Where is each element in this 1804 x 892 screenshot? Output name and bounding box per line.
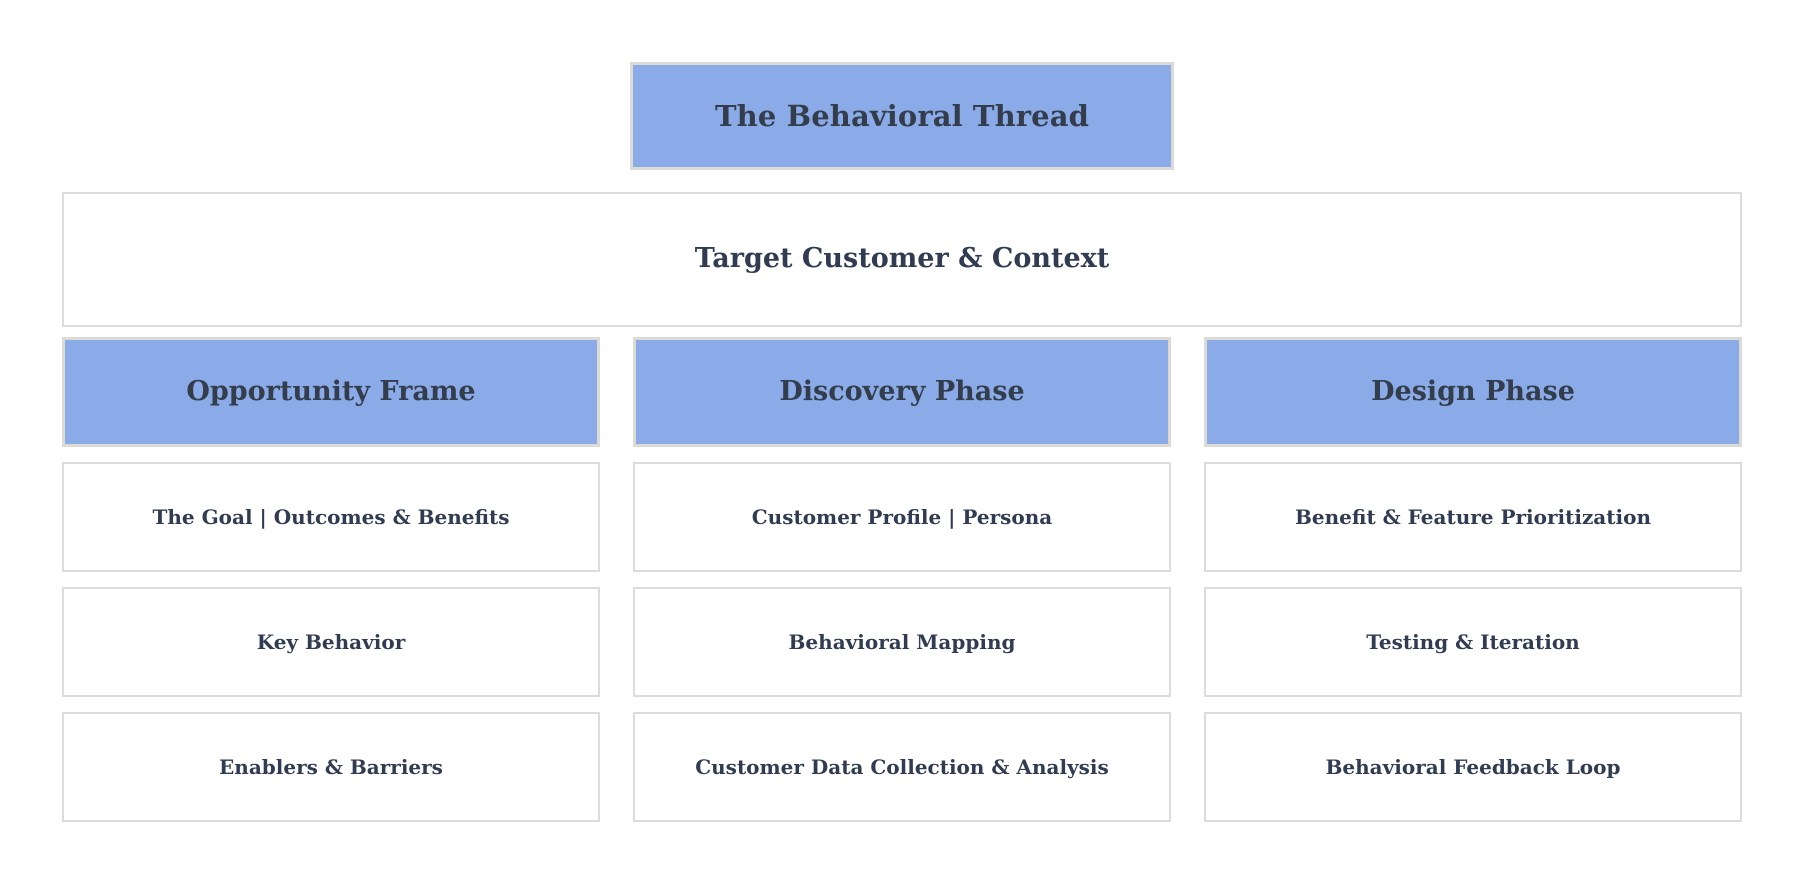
- grid-cell-label: Behavioral Feedback Loop: [1325, 754, 1621, 779]
- grid-cell: Testing & Iteration: [1204, 587, 1742, 697]
- grid-cell: Benefit & Feature Prioritization: [1204, 462, 1742, 572]
- phase-header-label: Discovery Phase: [779, 375, 1025, 407]
- grid-cell-label: Customer Profile | Persona: [751, 504, 1053, 529]
- grid-cell-label: Key Behavior: [256, 629, 406, 654]
- phase-header-design-phase: Design Phase: [1204, 337, 1742, 447]
- phase-header-label: Opportunity Frame: [186, 375, 476, 407]
- phase-grid: Opportunity Frame Discovery Phase Design…: [62, 337, 1742, 822]
- grid-cell: The Goal | Outcomes & Benefits: [62, 462, 600, 572]
- phase-header-row: Opportunity Frame Discovery Phase Design…: [62, 337, 1742, 447]
- grid-cell: Key Behavior: [62, 587, 600, 697]
- grid-cell: Customer Profile | Persona: [633, 462, 1171, 572]
- phase-item-row: Key Behavior Behavioral Mapping Testing …: [62, 587, 1742, 697]
- grid-cell-label: Benefit & Feature Prioritization: [1295, 504, 1651, 529]
- phase-header-opportunity-frame: Opportunity Frame: [62, 337, 600, 447]
- phase-header-discovery-phase: Discovery Phase: [633, 337, 1171, 447]
- title-banner-row: The Behavioral Thread: [0, 62, 1804, 170]
- diagram-title: The Behavioral Thread: [714, 98, 1089, 133]
- grid-cell: Enablers & Barriers: [62, 712, 600, 822]
- grid-cell-label: Customer Data Collection & Analysis: [695, 754, 1109, 779]
- phase-item-row: The Goal | Outcomes & Benefits Customer …: [62, 462, 1742, 572]
- grid-cell-label: Behavioral Mapping: [788, 629, 1016, 654]
- grid-cell: Behavioral Feedback Loop: [1204, 712, 1742, 822]
- grid-cell-label: Enablers & Barriers: [219, 754, 443, 779]
- grid-cell-label: The Goal | Outcomes & Benefits: [152, 504, 510, 529]
- target-customer-context-label: Target Customer & Context: [694, 243, 1110, 275]
- phase-item-row: Enablers & Barriers Customer Data Collec…: [62, 712, 1742, 822]
- title-banner: The Behavioral Thread: [630, 62, 1174, 170]
- grid-cell-label: Testing & Iteration: [1366, 629, 1580, 654]
- phase-header-label: Design Phase: [1371, 375, 1575, 407]
- target-customer-context-band: Target Customer & Context: [62, 192, 1742, 327]
- grid-cell: Behavioral Mapping: [633, 587, 1171, 697]
- grid-cell: Customer Data Collection & Analysis: [633, 712, 1171, 822]
